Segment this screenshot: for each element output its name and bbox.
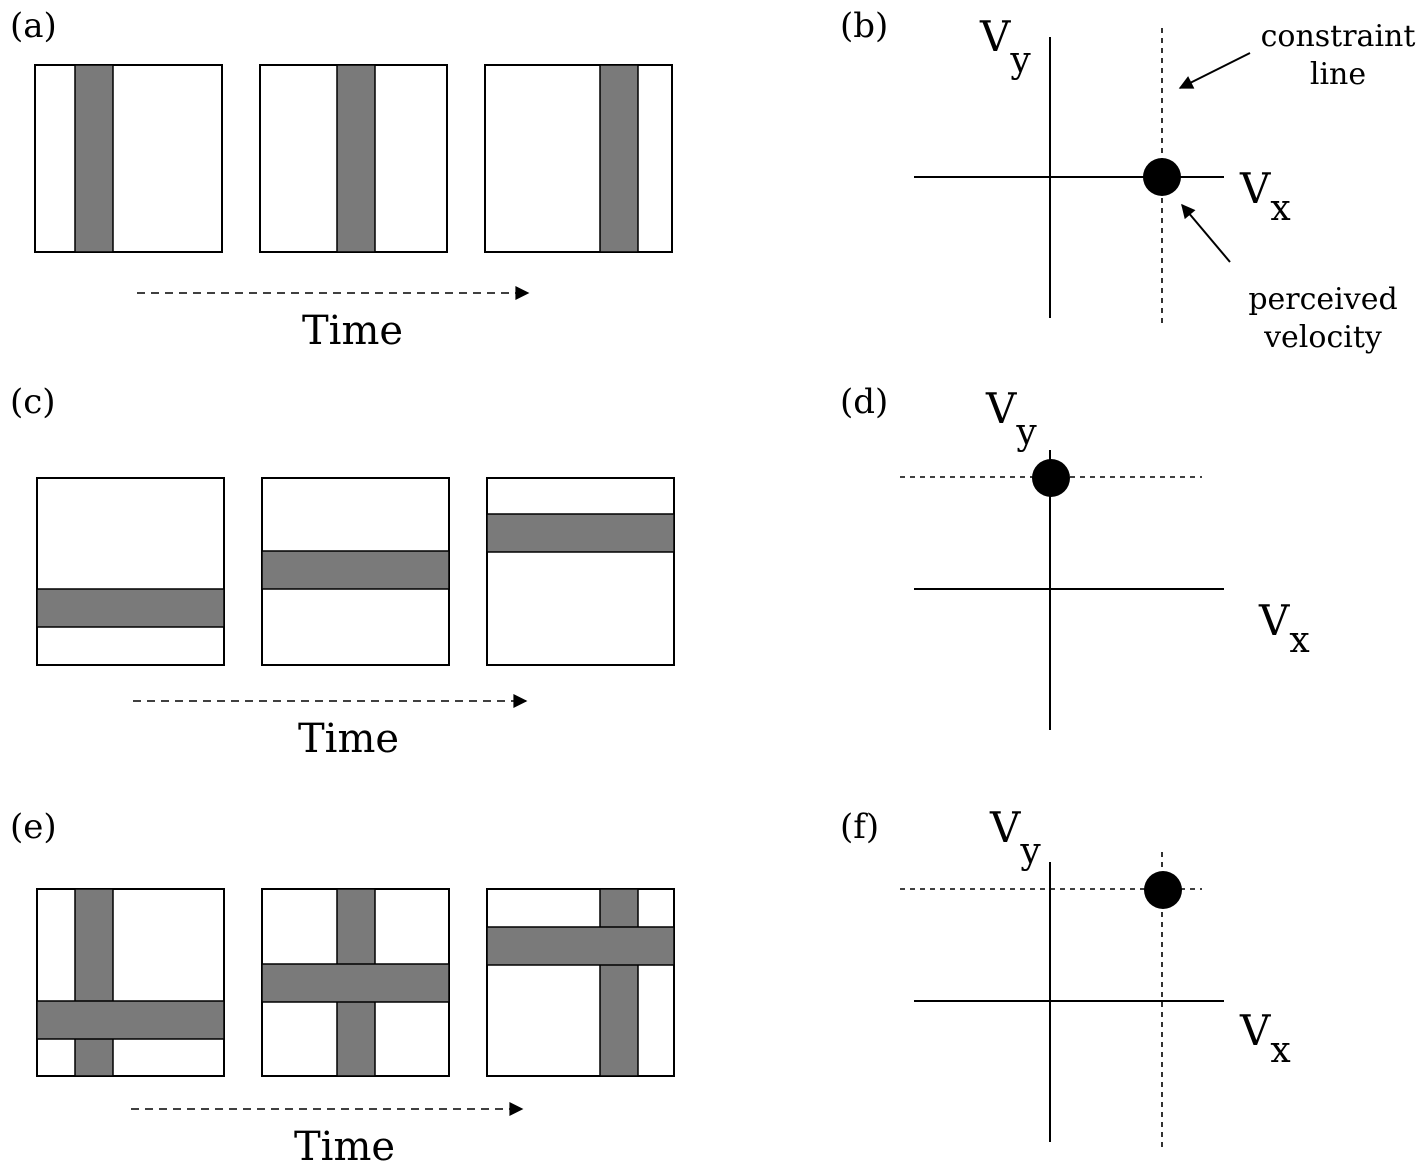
panel-b-label: (b) [840, 6, 888, 46]
frame-c3 [486, 477, 675, 666]
panel-c: (c) Time [10, 382, 675, 762]
frame-e2 [261, 888, 450, 1077]
panel-d-label: (d) [840, 382, 888, 422]
panel-b: (b) Vy Vx constraint line perceived velo… [840, 6, 1415, 355]
vx-axis-label: Vx [1239, 164, 1291, 229]
perceived-annotation-line1: perceived [1248, 282, 1397, 317]
panel-a: (a) Time [10, 6, 673, 354]
vertical-bar [336, 64, 376, 253]
vx-axis-label: Vx [1258, 596, 1310, 661]
panel-f-label: (f) [840, 807, 879, 847]
time-label-c: Time [298, 716, 399, 762]
panel-e-label: (e) [10, 807, 57, 847]
panel-d: (d) Vy Vx [840, 382, 1310, 730]
frame-e1 [36, 888, 225, 1077]
vy-axis-label: Vy [985, 384, 1037, 453]
perceived-velocity-dot [1032, 459, 1070, 497]
horizontal-bar [486, 926, 675, 966]
vertical-bar [74, 64, 114, 253]
frame-a2 [259, 64, 448, 253]
perceived-pointer-arrow [1181, 203, 1231, 263]
perceived-velocity-dot [1143, 158, 1181, 196]
horizontal-bar [36, 1000, 225, 1040]
frame-e3 [486, 888, 675, 1077]
perceived-annotation-line2: velocity [1263, 320, 1382, 355]
constraint-annotation-line2: line [1310, 57, 1366, 92]
frame-c2 [261, 477, 450, 666]
frame-a3 [484, 64, 673, 253]
panel-c-label: (c) [10, 382, 56, 422]
horizontal-bar [261, 963, 450, 1003]
vy-axis-label: Vy [979, 12, 1031, 81]
constraint-pointer-arrow [1178, 52, 1251, 89]
vertical-bar [74, 888, 114, 1077]
vertical-bar [599, 64, 639, 253]
horizontal-bar [261, 550, 450, 590]
time-label-e: Time [294, 1124, 395, 1170]
vertical-bar [599, 888, 639, 1077]
vy-axis-label: Vy [989, 803, 1041, 872]
frame-a1 [34, 64, 223, 253]
horizontal-bar [36, 588, 225, 628]
frame-c1 [36, 477, 225, 666]
panel-f: (f) Vy Vx [840, 803, 1291, 1152]
vx-axis-label: Vx [1239, 1006, 1291, 1071]
constraint-annotation-line1: constraint [1261, 19, 1416, 54]
time-label-a: Time [302, 308, 403, 354]
panel-e: (e) Time [10, 807, 675, 1170]
perceived-velocity-dot [1144, 871, 1182, 909]
horizontal-bar [486, 513, 675, 553]
panel-a-label: (a) [10, 6, 57, 46]
